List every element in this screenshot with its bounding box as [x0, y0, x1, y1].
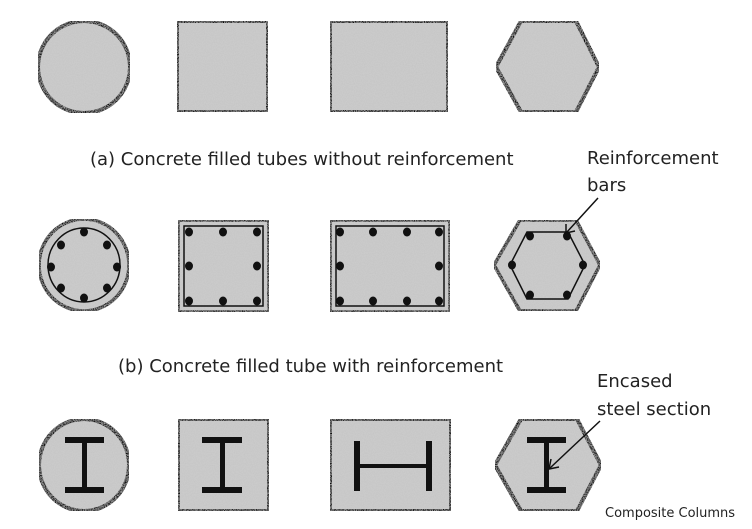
reinforcement-bars — [47, 227, 587, 306]
circular-tube — [36, 19, 132, 115]
caption-b: (b) Concrete filled tube with reinforcem… — [118, 356, 504, 377]
row-c-encased — [37, 417, 604, 513]
encased-arrow — [548, 420, 601, 470]
row-b-reinforced — [37, 197, 602, 314]
caption-a: (a) Concrete filled tubes without reinfo… — [90, 149, 514, 170]
square-tube — [175, 19, 270, 114]
callout-encased-line2: steel section — [597, 399, 712, 420]
rectangular-tube — [328, 19, 450, 114]
callout-reinforcement-line1: Reinforcement — [587, 148, 719, 169]
steel-i-sections — [65, 437, 566, 493]
callout-reinforcement-line2: bars — [587, 175, 627, 196]
footer-title: Composite Columns — [605, 506, 736, 521]
hexagonal-tube — [493, 19, 602, 114]
rectangular-tube — [328, 218, 452, 314]
row-a-unreinforced — [36, 19, 602, 115]
callout-encased-line1: Encased — [597, 371, 673, 392]
reinforcement-arrow — [565, 197, 599, 234]
